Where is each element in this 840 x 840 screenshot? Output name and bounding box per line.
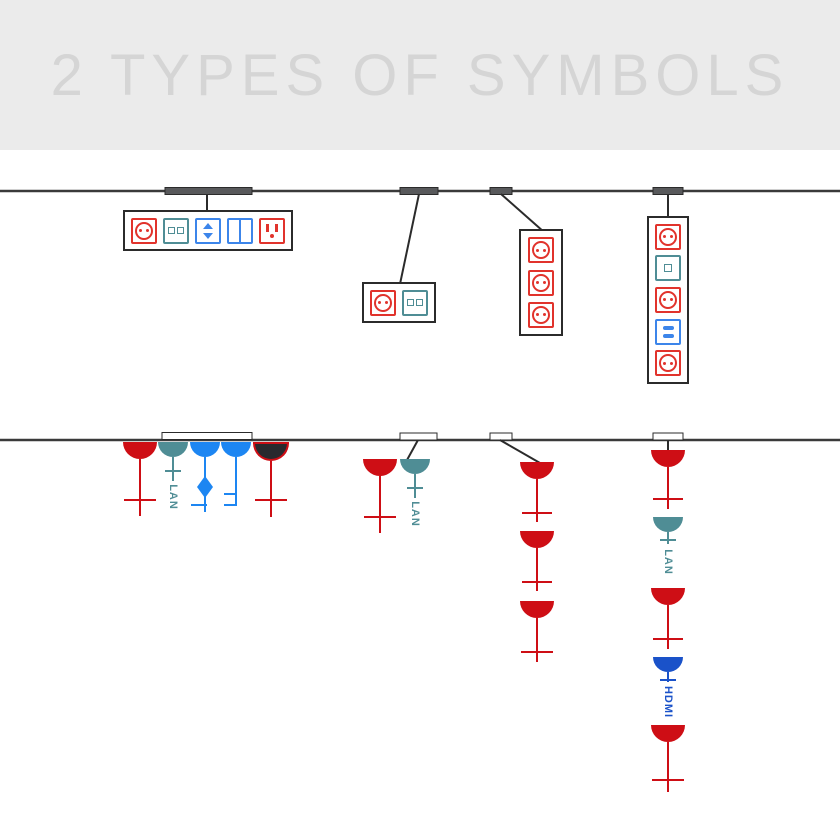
hdmi-dome: [653, 657, 683, 672]
usb-ports-module: [655, 318, 681, 345]
outlet-strip-3gang: [519, 229, 563, 336]
power-socket-module: [655, 223, 681, 250]
socket-dome: [363, 459, 397, 476]
outlet-strip-2gang: [362, 282, 436, 323]
outlet-strip-5gang: [123, 210, 293, 251]
socket-circle: [659, 354, 677, 373]
lan-label: LAN: [166, 484, 179, 510]
mount-tab: [489, 187, 513, 195]
power-socket-module: [655, 350, 681, 377]
page-title: 2 TYPES OF SYMBOLS: [50, 42, 790, 108]
lan-label: LAN: [661, 549, 674, 575]
switch-dome: [221, 442, 251, 457]
power-socket-module: [655, 286, 681, 313]
mount-tab: [399, 187, 439, 195]
connector-line: [406, 439, 419, 461]
lan-label: LAN: [408, 501, 421, 527]
socket-dome: [651, 588, 685, 605]
power-socket-module: [528, 237, 554, 264]
socket-circle: [532, 241, 550, 260]
blinds-switch-module: [195, 217, 221, 244]
switch-bracket-icon: [224, 493, 237, 506]
socket-dome: [123, 442, 157, 459]
down-arrow-icon: [203, 232, 213, 239]
up-arrow-icon: [203, 222, 213, 229]
power-socket-module: [370, 289, 396, 316]
mount-tab: [399, 432, 438, 441]
connector-line: [500, 193, 545, 233]
blinds-dome: [190, 442, 220, 457]
connector-line: [399, 193, 420, 285]
title-band: 2 TYPES OF SYMBOLS: [0, 0, 840, 150]
data-double-module: [402, 289, 428, 316]
socket-circle: [135, 221, 153, 240]
socket-dome: [651, 450, 685, 467]
lan-dome: [158, 442, 188, 457]
connector-line: [499, 439, 541, 464]
data-single-module: [655, 255, 681, 282]
mount-tab: [652, 432, 684, 441]
socket-dome: [651, 725, 685, 742]
lan-dome: [653, 517, 683, 532]
lan-dome: [400, 459, 430, 474]
power-socket-module: [131, 217, 157, 244]
mount-tab: [161, 432, 253, 440]
socket-circle: [659, 290, 677, 309]
power-socket-module: [528, 301, 554, 328]
mount-tab: [489, 432, 513, 441]
us-socket-module: [259, 217, 285, 244]
socket-dome: [520, 531, 554, 548]
mount-tab: [164, 187, 253, 195]
outlet-strip-5gang-vertical: [647, 216, 689, 384]
socket-circle: [374, 293, 392, 312]
socket-dome: [520, 462, 554, 479]
down-triangle-icon: [197, 487, 213, 498]
hdmi-label: HDMI: [661, 685, 674, 719]
power-socket-module: [528, 269, 554, 296]
data-double-module: [163, 217, 189, 244]
double-switch-module: [227, 217, 253, 244]
socket-dome: [520, 601, 554, 618]
socket-circle: [532, 273, 550, 292]
up-triangle-icon: [197, 476, 213, 487]
socket-circle: [659, 227, 677, 246]
mount-tab: [652, 187, 684, 195]
socket-circle: [532, 305, 550, 324]
